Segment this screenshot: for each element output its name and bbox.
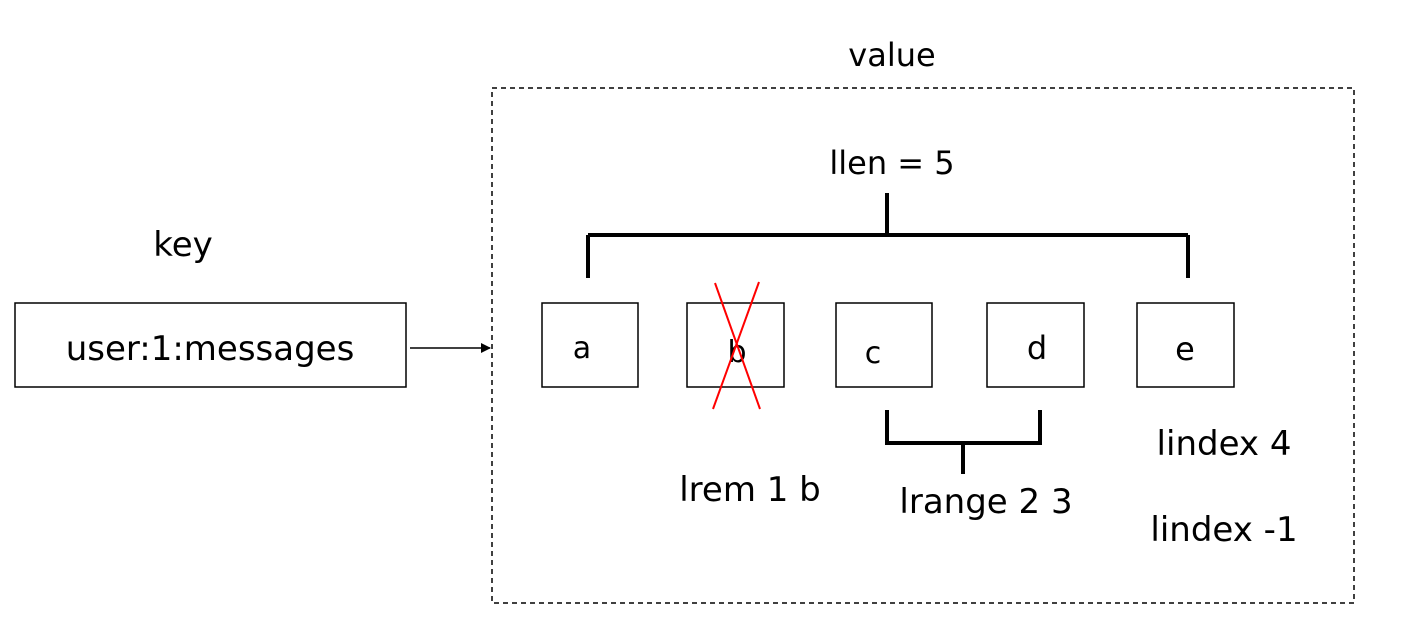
range-label: lrange 2 3: [899, 482, 1072, 522]
list-item-box: [1136, 302, 1235, 388]
length-label: llen = 5: [829, 144, 954, 182]
key-box: [14, 302, 407, 388]
list-item-label: d: [1027, 329, 1047, 367]
list-item-box: [835, 302, 933, 388]
list-item-label: c: [865, 336, 882, 371]
list-item-label: e: [1175, 330, 1195, 368]
value-heading: value: [848, 36, 935, 74]
list-item-label: a: [573, 331, 591, 366]
list-item-box: [986, 302, 1085, 388]
value-container: [491, 87, 1355, 604]
index-label: lindex 4: [1157, 424, 1292, 464]
removed-cross-line: [712, 281, 760, 410]
list-item-label: b: [727, 335, 746, 370]
key-heading: key: [153, 225, 213, 265]
index-label: lindex -1: [1150, 510, 1297, 550]
list-item-box: [541, 302, 639, 388]
key-name: user:1:messages: [66, 329, 355, 369]
range-bracket: [885, 410, 1042, 474]
length-bracket: [586, 193, 1190, 278]
remove-label: lrem 1 b: [679, 470, 821, 510]
removed-cross-line: [714, 282, 761, 410]
